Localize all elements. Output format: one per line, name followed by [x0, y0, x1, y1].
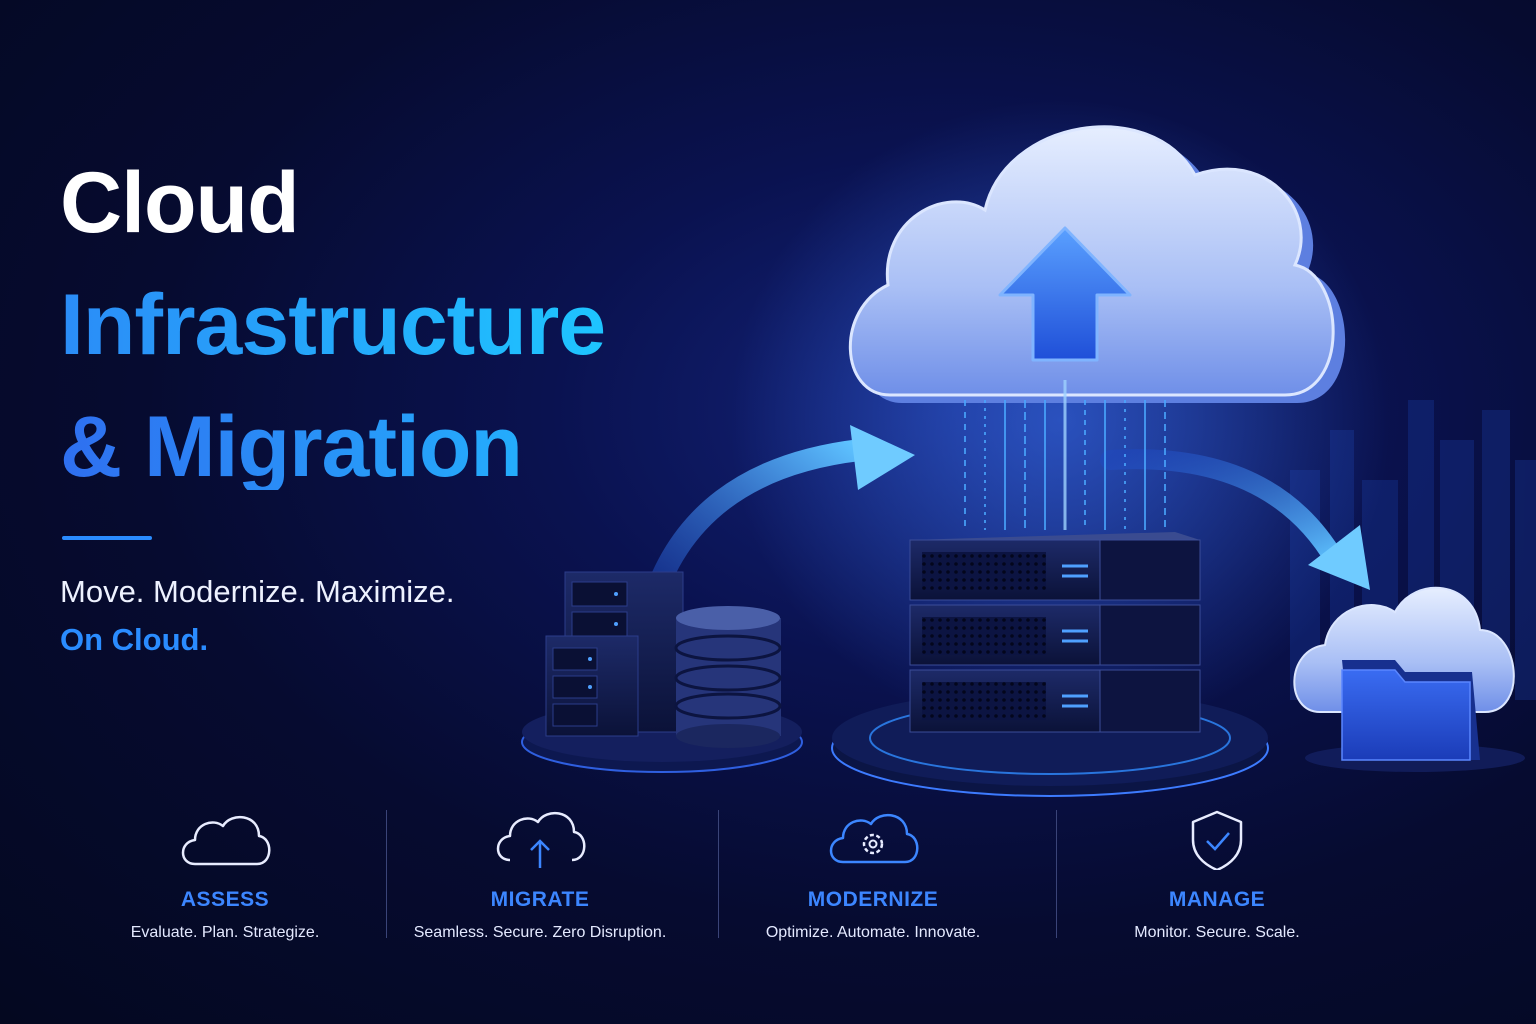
cloud-icon	[181, 815, 271, 866]
tagline: Move. Modernize. Maximize.	[60, 574, 455, 609]
cloud-upload-icon	[496, 811, 586, 868]
title-line-migration: & Migration	[60, 404, 605, 490]
title-line-cloud: Cloud	[60, 155, 300, 251]
feature-divider	[386, 810, 387, 938]
feature-assess: ASSESS Evaluate. Plan. Strategize.	[60, 810, 390, 942]
feature-desc: Seamless. Secure. Zero Disruption.	[413, 924, 667, 941]
on-premise-servers	[521, 571, 803, 773]
feature-manage: MANAGE Monitor. Secure. Scale.	[1052, 810, 1382, 942]
feature-divider	[718, 810, 719, 938]
feature-desc: Optimize. Automate. Innovate.	[765, 924, 981, 941]
feature-name: MODERNIZE	[807, 888, 939, 911]
main-cloud-icon	[848, 125, 1346, 403]
feature-name: MANAGE	[1168, 888, 1266, 911]
cloud-server-stack	[831, 532, 1269, 797]
feature-name: ASSESS	[180, 888, 270, 911]
tagline-highlight: On Cloud.	[60, 622, 209, 657]
feature-desc: Evaluate. Plan. Strategize.	[130, 924, 320, 941]
database-icon	[674, 606, 782, 748]
feature-modernize: MODERNIZE Optimize. Automate. Innovate.	[708, 810, 1038, 942]
accent-divider	[62, 536, 152, 540]
feature-name: MIGRATE	[490, 888, 590, 911]
cloud-folder-icon	[1293, 586, 1525, 772]
title-line-infrastructure: Infrastructure	[60, 277, 606, 373]
cloud-gear-icon	[829, 813, 919, 864]
migration-arrow-right	[1100, 449, 1370, 590]
feature-divider	[1056, 810, 1057, 938]
shield-check-icon	[1191, 810, 1243, 870]
feature-migrate: MIGRATE Seamless. Secure. Zero Disruptio…	[375, 810, 705, 942]
hero-title: Cloud Infrastructure & Migration	[60, 155, 606, 490]
data-beams	[964, 380, 1166, 530]
feature-desc: Monitor. Secure. Scale.	[1134, 924, 1300, 941]
feature-list: ASSESS Evaluate. Plan. Strategize. MIGRA…	[60, 810, 1400, 942]
